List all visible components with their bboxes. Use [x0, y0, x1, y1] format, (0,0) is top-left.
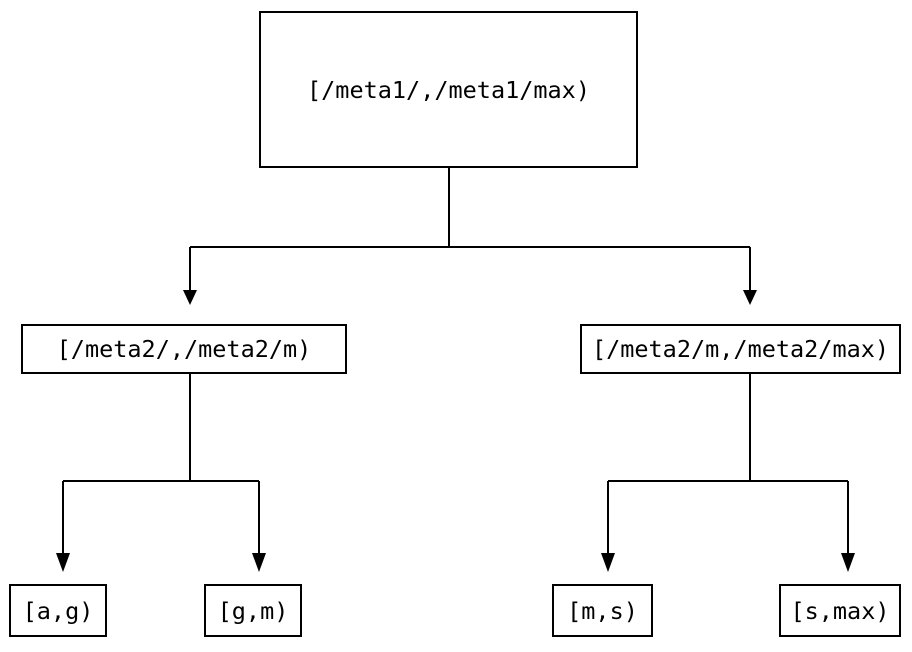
arrowhead-mid-right — [743, 290, 757, 305]
node-leaf-s-max: [s,max) — [779, 584, 901, 637]
arrowhead-mid-left — [183, 290, 197, 305]
arrowhead-leaf-m-s — [601, 553, 615, 572]
node-leaf-m-s: [m,s) — [552, 584, 653, 637]
node-leaf-g-m-label: [g,m) — [217, 596, 289, 625]
node-root-label: [/meta1/,/meta1/max) — [307, 75, 590, 104]
node-root: [/meta1/,/meta1/max) — [259, 11, 638, 168]
node-mid-left-label: [/meta2/,/meta2/m) — [56, 335, 312, 364]
node-mid-right-label: [/meta2/m,/meta2/max) — [591, 335, 890, 364]
arrowhead-leaf-s-max — [841, 553, 855, 572]
arrowhead-leaf-g-m — [252, 553, 266, 572]
arrowhead-leaf-a-g — [56, 553, 70, 572]
node-mid-right: [/meta2/m,/meta2/max) — [580, 324, 901, 374]
node-leaf-a-g-label: [a,g) — [22, 596, 94, 625]
node-leaf-a-g: [a,g) — [9, 584, 107, 637]
node-leaf-g-m: [g,m) — [204, 584, 302, 637]
node-mid-left: [/meta2/,/meta2/m) — [21, 324, 347, 374]
node-leaf-m-s-label: [m,s) — [567, 596, 638, 625]
node-leaf-s-max-label: [s,max) — [790, 596, 890, 625]
